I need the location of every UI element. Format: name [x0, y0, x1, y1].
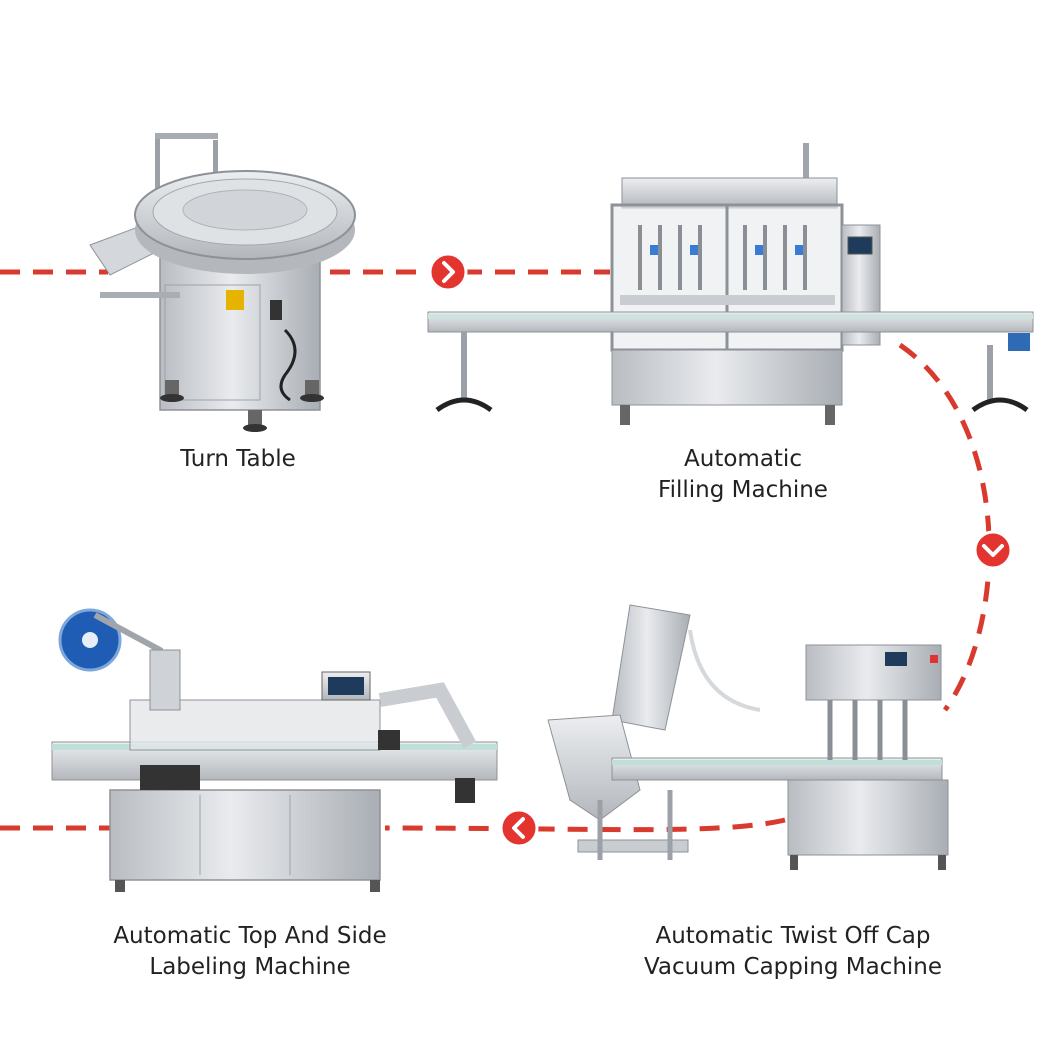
- chevron-left-icon: [512, 817, 525, 839]
- caption-labeling-machine: Automatic Top And Side Labeling Machine: [90, 921, 410, 983]
- arrow-right-badge: [428, 252, 468, 292]
- caption-line: Filling Machine: [658, 477, 828, 503]
- flow-line-filling-to-capping: [898, 342, 992, 712]
- filling-machine: [427, 143, 1034, 425]
- chevron-down-icon: [982, 544, 1004, 557]
- caption-line: Vacuum Capping Machine: [643, 954, 943, 980]
- caption-turn-table: Turn Table: [138, 444, 338, 475]
- caption-line: Automatic: [684, 446, 802, 472]
- caption-line: Automatic Top And Side: [113, 923, 387, 949]
- chevron-right-icon: [442, 261, 455, 283]
- labeling-machine: [51, 608, 498, 892]
- caption-filling-machine: Automatic Filling Machine: [633, 444, 853, 506]
- capping-machine: [547, 604, 949, 870]
- caption-line: Turn Table: [180, 446, 296, 472]
- flow-line-capping-to-labeling: [384, 817, 786, 833]
- caption-line: Labeling Machine: [149, 954, 351, 980]
- flow-connectors: [0, 269, 992, 833]
- caption-line: Automatic Twist Off Cap: [655, 923, 931, 949]
- turn-table-machine: [89, 133, 356, 432]
- arrow-down-badge: [973, 530, 1013, 570]
- arrow-left-badge: [499, 808, 539, 848]
- caption-capping-machine: Automatic Twist Off Cap Vacuum Capping M…: [628, 921, 958, 983]
